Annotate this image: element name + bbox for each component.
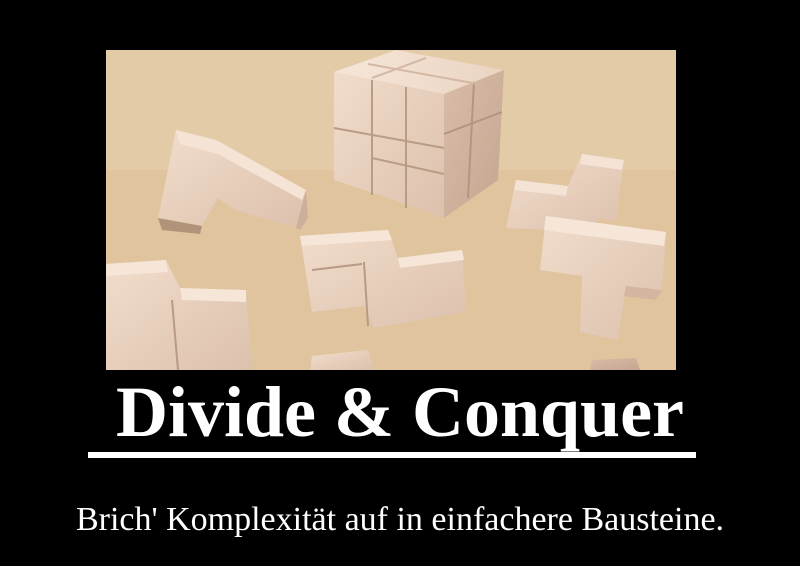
puzzle-cube [333, 50, 504, 218]
wooden-block-bottom-left [106, 260, 252, 370]
wooden-block-right-upper [506, 154, 624, 232]
wooden-block-right [540, 216, 666, 340]
wooden-block-left [158, 130, 308, 234]
puzzle-photo [106, 50, 676, 370]
poster-subtitle: Brich' Komplexität auf in einfachere Bau… [75, 501, 725, 538]
poster-title: Divide & Conquer [115, 372, 685, 452]
wooden-block-center [300, 230, 466, 328]
title-underline [88, 452, 696, 458]
